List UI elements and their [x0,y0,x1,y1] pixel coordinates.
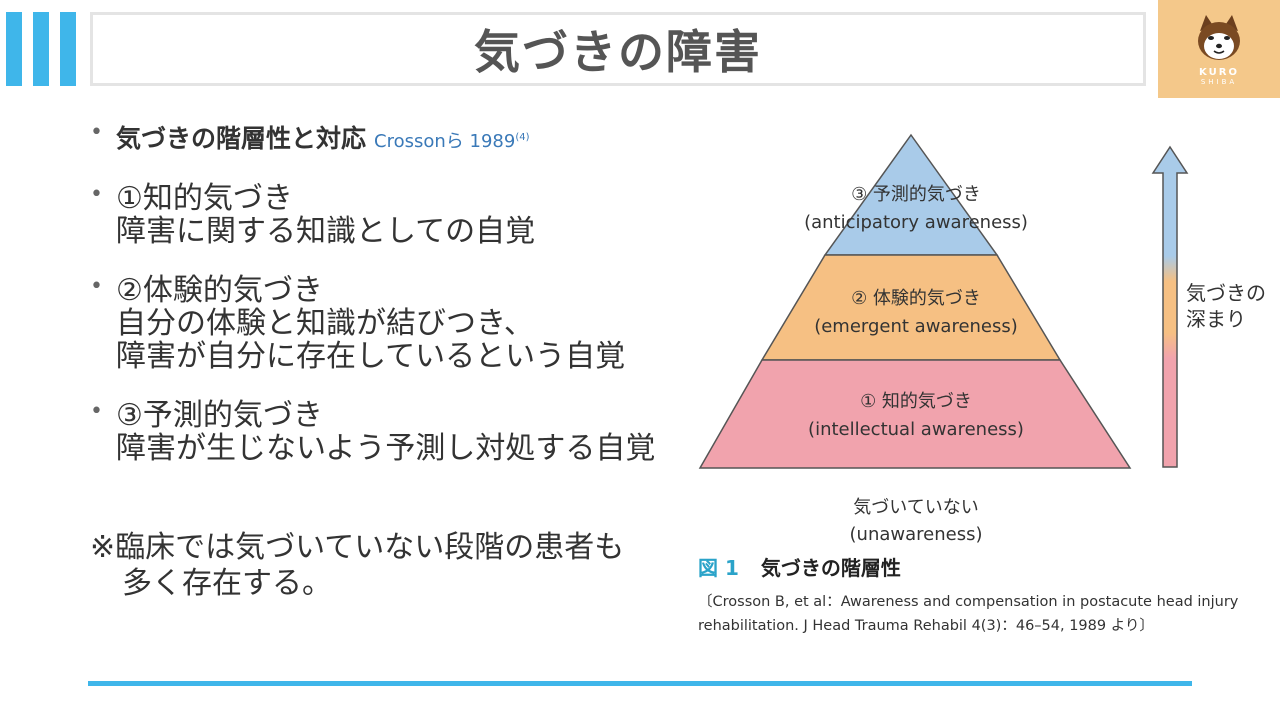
unawareness-label: 気づいていない (unawareness) [806,494,1026,548]
shiba-dog-icon [1198,14,1240,60]
title-box: 気づきの障害 [90,12,1146,86]
figure-caption: 図 1 気づきの階層性 [698,552,901,581]
level-english: (intellectual awareness) [808,419,1024,440]
bullet-line: 障害が自分に存在しているという自覚 [116,339,626,374]
depth-label-line: 気づきの [1186,281,1266,305]
bullet-line: 障害に関する知識としての自覚 [116,214,536,249]
bullet-heading: 気づきの階層性と対応 Crossonら 1989(4) [116,120,710,160]
depth-label: 気づきの 深まり [1186,280,1280,332]
unaware-jp: 気づいていない [853,497,979,518]
bullet-hierarchy: • 気づきの階層性と対応 Crossonら 1989(4) [90,120,710,160]
level-english: (emergent awareness) [814,316,1018,337]
bullet-dot: • [90,274,103,299]
reference-line: rehabilitation. J Head Trauma Rehabil 4(… [698,618,1154,634]
pyramid-level-intellectual [698,359,1132,469]
bullet-dot: • [90,399,103,424]
bullet-list: • 気づきの階層性と対応 Crossonら 1989(4) • ①知的気づき 障害… [90,120,710,465]
note-line-2: 多く存在する。 [122,566,332,601]
page-title: 気づきの障害 [474,25,762,79]
logo-text: KURO [1199,66,1239,78]
citation: Crossonら 1989(4) [374,131,529,152]
bullet-line: 障害が生じないよう予測し対処する自覚 [116,431,656,466]
figure-number: 図 1 [698,556,739,580]
bullet-line: ②体験的気づき [116,273,323,308]
pyramid-label-anticipatory: ③ 予測的気づき (anticipatory awareness) [766,180,1066,233]
bullet-emergent: • ②体験的気づき 自分の体験と知識が結びつき、 障害が自分に存在しているという… [90,274,710,373]
depth-arrow-icon [1151,145,1189,468]
bullet-line: ③予測的気づき [116,398,323,433]
clinical-note: ※臨床では気づいていない段階の患者も 多く存在する。 [90,530,624,602]
title-bar-3 [60,12,76,86]
reference-line: 〔Crosson B, et al：Awareness and compensa… [698,594,1239,610]
title-decoration [6,12,76,86]
kuroshiba-logo: KURO SHIBA [1158,0,1280,98]
bullet-dot: • [90,182,103,207]
depth-label-line: 深まり [1186,307,1246,331]
pyramid-label-emergent: ② 体験的気づき (emergent awareness) [766,284,1066,337]
bottom-divider [88,681,1192,686]
bullet-anticipatory: • ③予測的気づき 障害が生じないよう予測し対処する自覚 [90,399,710,465]
bullet-line: ①知的気づき [116,181,293,216]
logo-subtext: SHIBA [1200,77,1238,86]
level-name: ① 知的気づき [860,391,972,412]
bullet-heading-text: 気づきの階層性と対応 [116,124,367,153]
level-name: ② 体験的気づき [851,288,981,309]
unaware-en: (unawareness) [849,524,983,545]
figure-title: 気づきの階層性 [760,556,901,580]
title-bar-1 [6,12,22,86]
bullet-dot: • [90,120,103,145]
bullet-line: 自分の体験と知識が結びつき、 [116,306,534,341]
note-line-1: ※臨床では気づいていない段階の患者も [90,530,625,565]
title-bar-2 [33,12,49,86]
pyramid-label-intellectual: ① 知的気づき (intellectual awareness) [766,387,1066,440]
level-english: (anticipatory awareness) [804,212,1028,233]
level-name: ③ 予測的気づき [851,184,981,205]
awareness-pyramid [698,133,1132,469]
figure-reference: 〔Crosson B, et al：Awareness and compensa… [698,590,1278,638]
citation-ref: (4) [515,132,530,143]
bullet-intellectual: • ①知的気づき 障害に関する知識としての自覚 [90,182,710,248]
citation-text: Crossonら 1989 [374,131,516,152]
